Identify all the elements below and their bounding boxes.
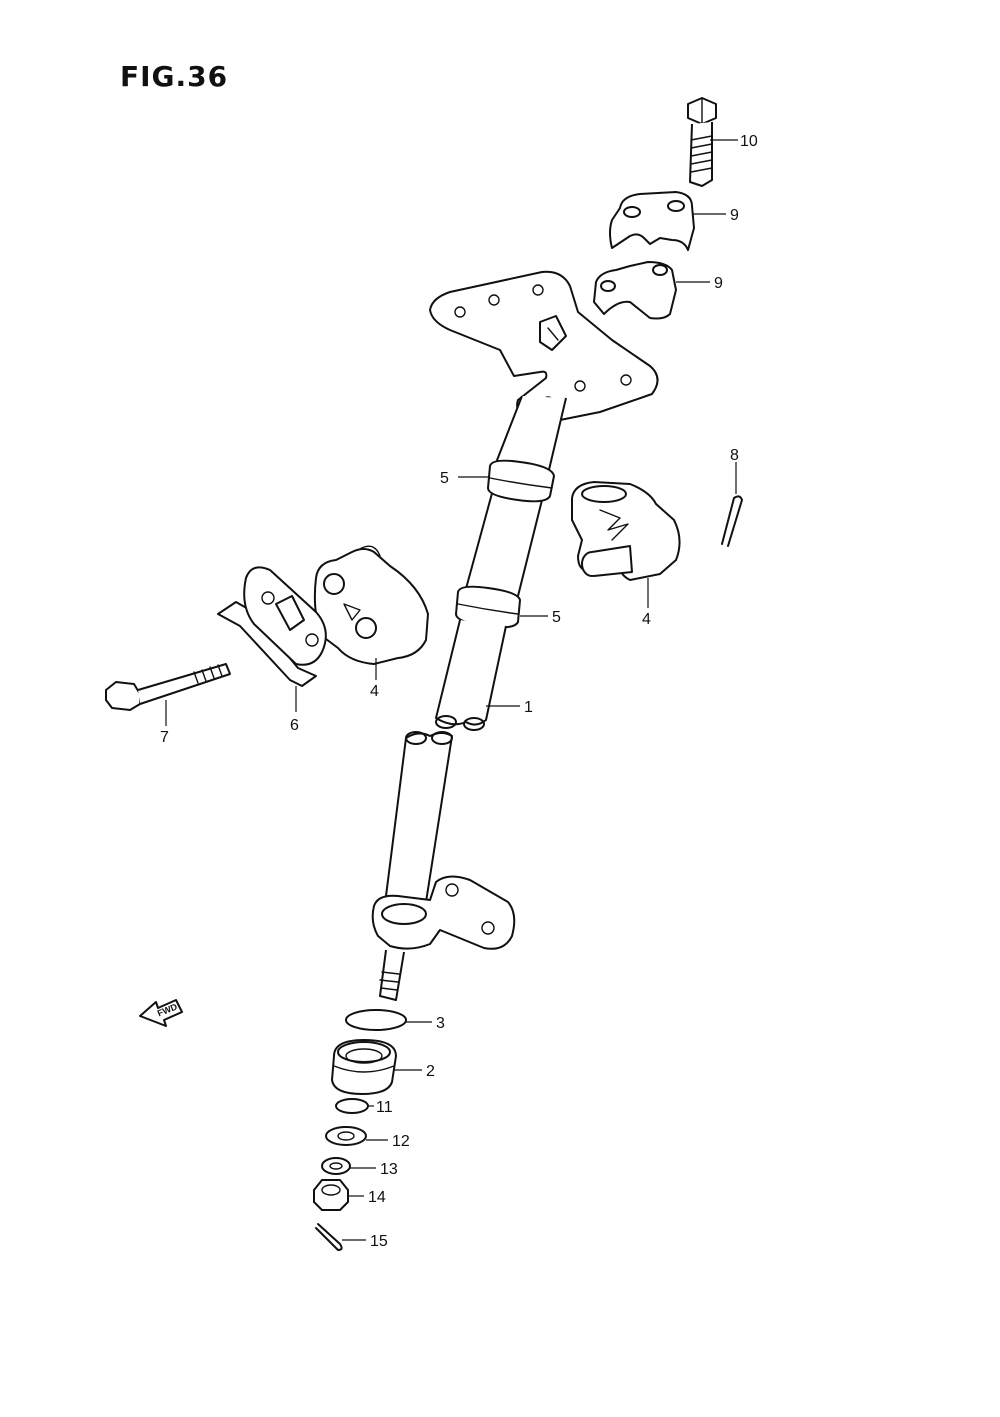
callout-7: 7 [160,729,169,746]
callout-9-lower: 9 [714,275,723,292]
circlip-part-3 [345,1009,407,1031]
castle-nut-part-14 [313,1179,349,1211]
callout-2: 2 [426,1063,435,1080]
callout-9-upper: 9 [730,207,739,224]
callout-15: 15 [370,1233,388,1250]
o-ring-part-11 [335,1098,369,1114]
callout-1: 1 [524,699,533,716]
callout-4-right: 4 [642,611,651,628]
bolt-part-10 [687,97,717,187]
callout-6: 6 [290,717,299,734]
leader-lines [165,139,738,1241]
steering-shaft-lower-bracket [371,875,516,1001]
long-bolt-part-7 [105,663,231,711]
handlebar-clamp-upper-part-9 [609,191,695,251]
forward-direction-arrow: FWD [139,999,183,1027]
washer-part-12 [325,1126,367,1146]
holder-plate-part-6 [217,566,327,687]
callout-12: 12 [392,1133,410,1150]
callout-14: 14 [368,1189,386,1206]
steering-shaft-lower-tube [385,731,453,903]
bearing-part-2 [331,1039,397,1095]
cotter-pin-part-15 [315,1223,343,1251]
callout-5-upper: 5 [440,470,449,487]
handlebar-clamp-lower-part-9 [593,261,677,320]
callout-11: 11 [376,1099,393,1116]
callout-8: 8 [730,447,739,464]
callout-10: 10 [740,133,758,150]
steering-shaft-top-plate [429,270,659,421]
figure-title: FIG.36 [120,60,229,93]
callout-labels: 10 9 9 8 5 5 4 4 1 7 6 3 2 11 12 13 14 1… [160,133,758,1250]
callout-3: 3 [436,1015,445,1032]
bushing-upper-part-5 [487,459,555,503]
cotter-pin-part-8 [721,495,743,547]
steering-shaft-upper-tube [463,395,567,605]
lock-washer-part-13 [321,1157,351,1175]
callout-5-lower: 5 [552,609,561,626]
shaft-holder-right-part-4 [571,481,681,581]
callout-13: 13 [380,1161,398,1178]
steering-shaft-middle-part-1 [435,619,507,731]
callout-4-left: 4 [370,683,379,700]
shaft-holder-left-part-4 [313,545,429,665]
